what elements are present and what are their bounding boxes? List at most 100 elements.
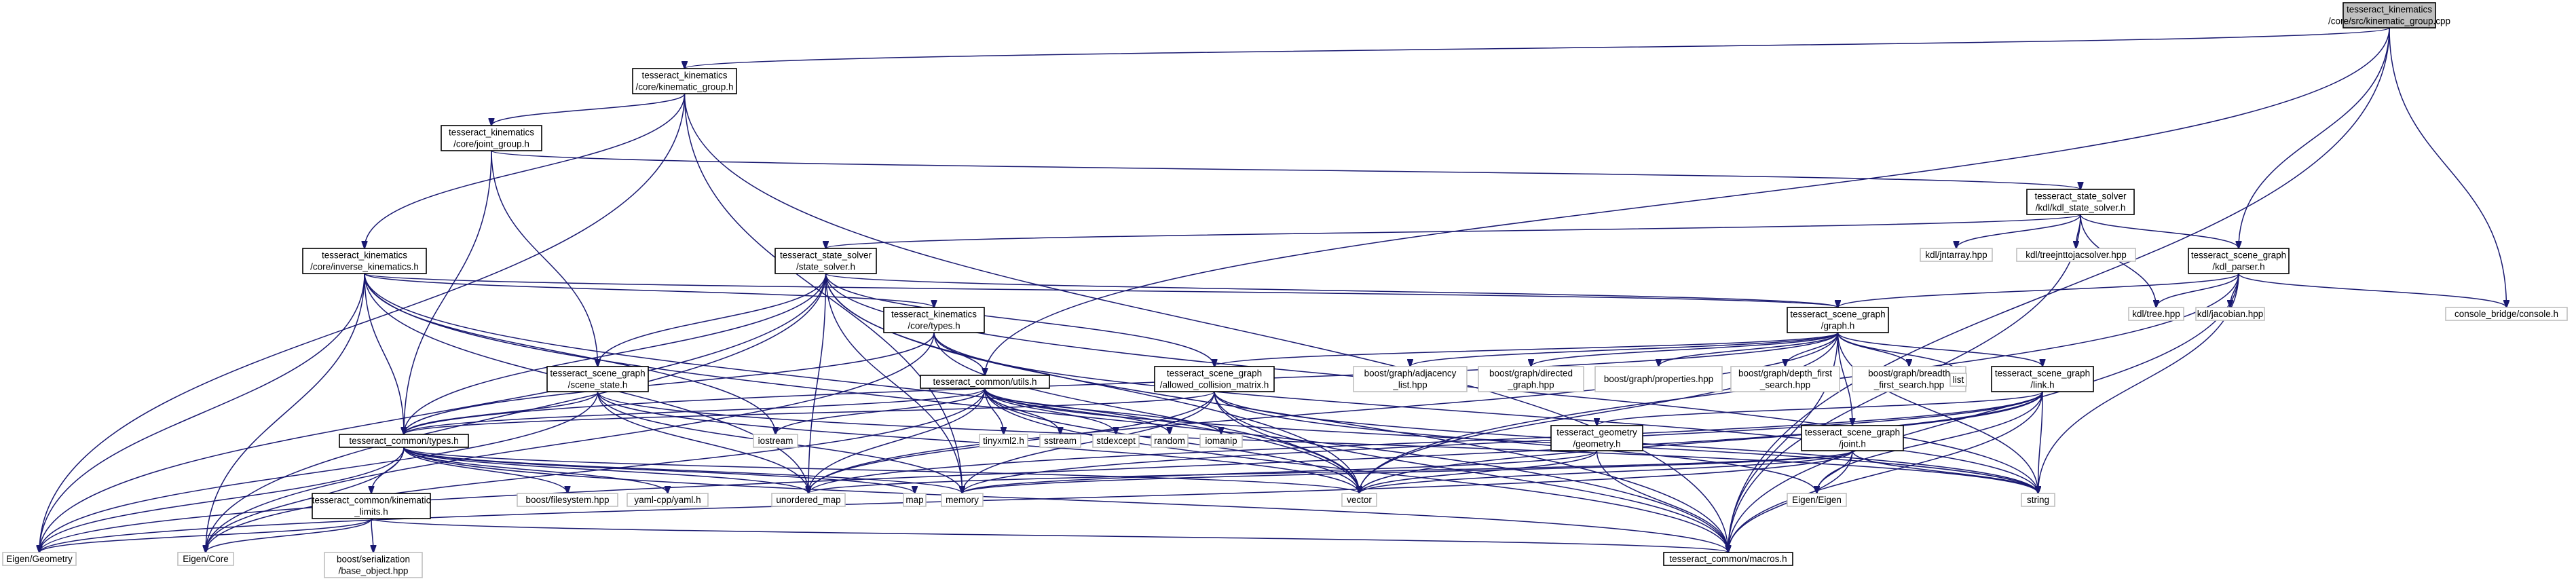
node-macros_h[interactable]: tesseract_common/macros.h xyxy=(1663,552,1793,566)
edge-ik_h-to-eigen_geometry xyxy=(39,273,365,552)
node-stdexcept[interactable]: stdexcept xyxy=(1092,434,1140,448)
edge-sg_link_h-to-eigen_eigen xyxy=(1817,391,2043,493)
node-string[interactable]: string xyxy=(2021,493,2055,507)
edge-acm_h-to-vector xyxy=(1214,391,1360,493)
edge-kin_limits_h-to-macros_h xyxy=(371,518,1728,552)
node-label: boost/graph/breadth xyxy=(1868,369,1950,379)
edge-tc_utils_h-to-eigen_core xyxy=(206,388,986,552)
node-label: /base_object.hpp xyxy=(339,566,409,576)
node-bg_directed[interactable]: boost/graph/directed_graph.hpp xyxy=(1478,366,1584,392)
node-box xyxy=(1920,248,1993,262)
node-label: /kdl/kdl_state_solver.h xyxy=(2036,203,2126,213)
node-eigen_geometry[interactable]: Eigen/Geometry xyxy=(2,552,77,566)
node-kdl_treejnt[interactable]: kdl/treejnttojacsolver.hpp xyxy=(2016,248,2136,262)
edge-tc_utils_h-to-macros_h xyxy=(984,388,1728,552)
edge-ik_h-to-tc_types_h xyxy=(364,273,404,434)
node-acm_h[interactable]: tesseract_scene_graph/allowed_collision_… xyxy=(1154,366,1275,392)
node-label: Eigen/Eigen xyxy=(1792,495,1842,505)
node-box xyxy=(1594,366,1723,392)
node-box xyxy=(1852,366,1966,392)
node-box xyxy=(1092,434,1140,448)
node-sg_joint_h[interactable]: tesseract_scene_graph/joint.h xyxy=(1801,425,1904,451)
node-label: tesseract_scene_graph xyxy=(550,369,645,379)
node-list[interactable]: list xyxy=(1949,373,1967,387)
edge-tc_types_h-to-yaml xyxy=(403,447,668,493)
node-yaml[interactable]: yaml-cpp/yaml.h xyxy=(627,493,709,507)
edge-kdl_ss_h-to-kdl_parser_h xyxy=(2080,214,2239,248)
node-box xyxy=(2021,493,2055,507)
node-tc_utils_h[interactable]: tesseract_common/utils.h xyxy=(920,375,1050,389)
node-label: list xyxy=(1953,375,1964,385)
node-boost_serial[interactable]: boost/serialization/base_object.hpp xyxy=(324,552,423,578)
node-kin_limits_h[interactable]: tesseract_common/kinematic_limits.h xyxy=(312,493,431,519)
edge-ss_h-to-memory xyxy=(825,273,963,493)
node-box xyxy=(339,434,469,448)
node-label: tesseract_common/kinematic xyxy=(312,495,431,506)
node-kg_h[interactable]: tesseract_kinematics/core/kinematic_grou… xyxy=(632,68,737,94)
node-sstream[interactable]: sstream xyxy=(1039,434,1081,448)
node-label: vector xyxy=(1347,495,1372,505)
edge-sg_graph_h-to-sg_joint_h xyxy=(1837,332,1853,426)
node-random[interactable]: random xyxy=(1151,434,1189,448)
node-kin_types_h[interactable]: tesseract_kinematics/core/types.h xyxy=(883,307,985,333)
node-iomanip[interactable]: iomanip xyxy=(1199,434,1243,448)
node-box xyxy=(1039,434,1081,448)
edge-sg_link_h-to-vector xyxy=(1360,391,2043,493)
node-box xyxy=(1801,425,1904,451)
node-label: tesseract_state_solver xyxy=(2034,191,2127,202)
node-kdl_jntarray[interactable]: kdl/jntarray.hpp xyxy=(1920,248,1993,262)
node-iostream[interactable]: iostream xyxy=(753,434,798,448)
node-eigen_core[interactable]: Eigen/Core xyxy=(177,552,234,566)
node-sg_graph_h[interactable]: tesseract_scene_graph/graph.h xyxy=(1787,307,1889,333)
node-eigen_eigen[interactable]: Eigen/Eigen xyxy=(1787,493,1847,507)
node-kdl_jacobian[interactable]: kdl/jacobian.hpp xyxy=(2195,307,2265,321)
node-sg_link_h[interactable]: tesseract_scene_graph/link.h xyxy=(1991,366,2094,392)
node-kdl_ss_h[interactable]: tesseract_state_solver/kdl/kdl_state_sol… xyxy=(2026,189,2135,215)
node-box xyxy=(1478,366,1584,392)
node-kdl_parser_h[interactable]: tesseract_scene_graph/kdl_parser.h xyxy=(2188,248,2290,274)
node-box xyxy=(441,125,542,151)
node-box xyxy=(1787,493,1847,507)
edge-geom_h-to-macros_h xyxy=(1596,450,1729,552)
node-label: /scene_state.h xyxy=(568,380,628,390)
node-unordered_map[interactable]: unordered_map xyxy=(771,493,846,507)
edge-sg_graph_h-to-sg_link_h xyxy=(1837,332,2043,367)
edge-kin_limits_h-to-eigen_core xyxy=(206,518,372,552)
node-box xyxy=(312,493,431,519)
node-vector[interactable]: vector xyxy=(1341,493,1377,507)
node-box xyxy=(1341,493,1377,507)
edge-sg_graph_h-to-unordered_map xyxy=(808,332,1839,493)
node-bg_bfs[interactable]: boost/graph/breadth_first_search.hpp xyxy=(1852,366,1966,392)
node-tc_types_h[interactable]: tesseract_common/types.h xyxy=(339,434,469,448)
node-box xyxy=(1151,434,1189,448)
node-bg_adjacency[interactable]: boost/graph/adjacency_list.hpp xyxy=(1353,366,1468,392)
edge-tc_types_h-to-memory xyxy=(403,447,963,493)
node-box xyxy=(2188,248,2290,274)
edge-jg_h-to-kdl_ss_h xyxy=(491,150,2080,189)
node-map[interactable]: map xyxy=(903,493,927,507)
node-geom_h[interactable]: tesseract_geometry/geometry.h xyxy=(1550,425,1643,451)
node-kg_cpp[interactable]: tesseract_kinematics/core/src/kinematic_… xyxy=(2328,2,2450,29)
node-label: /core/kinematic_group.h xyxy=(635,82,733,92)
node-sg_state_h[interactable]: tesseract_scene_graph/scene_state.h xyxy=(546,366,649,392)
edge-kdl_parser_h-to-console xyxy=(2238,273,2507,307)
node-ik_h[interactable]: tesseract_kinematics/core/inverse_kinema… xyxy=(302,248,427,274)
node-bg_properties[interactable]: boost/graph/properties.hpp xyxy=(1594,366,1723,392)
edge-kin_types_h-to-eigen_core xyxy=(206,332,935,552)
node-label: tesseract_geometry xyxy=(1556,428,1637,438)
node-bg_dfs[interactable]: boost/graph/depth_first_search.hpp xyxy=(1730,366,1840,392)
node-box xyxy=(2016,248,2136,262)
node-console[interactable]: console_bridge/console.h xyxy=(2445,307,2568,321)
node-label: kdl/treejnttojacsolver.hpp xyxy=(2026,250,2127,260)
node-memory[interactable]: memory xyxy=(941,493,984,507)
node-label: /graph.h xyxy=(1821,321,1855,331)
node-label: /kdl_parser.h xyxy=(2212,262,2264,272)
edge-kg_h-to-ik_h xyxy=(365,93,686,248)
node-tinyxml2[interactable]: tinyxml2.h xyxy=(979,434,1028,448)
node-boost_fs[interactable]: boost/filesystem.hpp xyxy=(517,493,618,507)
node-box xyxy=(941,493,984,507)
node-ss_h[interactable]: tesseract_state_solver/state_solver.h xyxy=(774,248,877,274)
node-kdl_tree[interactable]: kdl/tree.hpp xyxy=(2128,307,2184,321)
node-label: boost/graph/directed xyxy=(1489,369,1573,379)
node-jg_h[interactable]: tesseract_kinematics/core/joint_group.h xyxy=(441,125,542,151)
